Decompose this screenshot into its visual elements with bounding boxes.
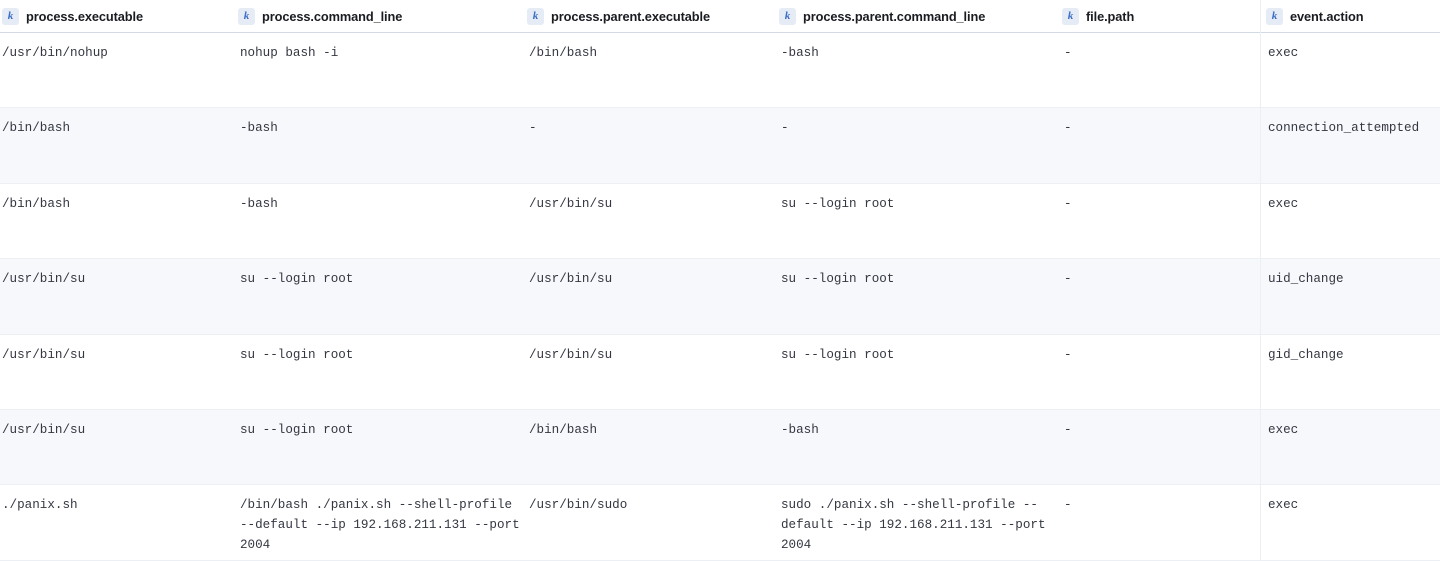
cell-process_executable[interactable]: /usr/bin/nohup <box>2 46 108 60</box>
cell-event_action[interactable]: exec <box>1268 196 1299 211</box>
cell-process_parent_executable[interactable]: /usr/bin/su <box>529 347 613 362</box>
cell-process_parent_executable[interactable]: - <box>529 121 537 136</box>
data-grid-body: /usr/bin/nohup nohup bash -i/bin/bash -bas… <box>0 33 1440 561</box>
column-header-label: file.path <box>1086 8 1135 24</box>
cell-file_path[interactable]: - <box>1064 422 1072 437</box>
column-header-process_executable[interactable]: k process.executable <box>2 0 234 32</box>
cell-process_parent_command_line[interactable]: su --login root <box>781 196 895 211</box>
cell-process_command_line[interactable]: su --login root <box>240 347 354 362</box>
cell-process_parent_command_line[interactable]: -bash <box>781 422 819 437</box>
cell-file_path[interactable]: - <box>1064 121 1072 136</box>
cell-process_parent_command_line[interactable]: su --login root <box>781 347 895 362</box>
table-row[interactable]: /usr/bin/nohup nohup bash -i/bin/bash -bas… <box>0 33 1440 109</box>
column-header-process_parent_command_line[interactable]: k process.parent.command_line <box>779 0 1056 32</box>
column-header-label: process.command_line <box>262 8 403 24</box>
table-row[interactable]: ./panix.sh/bin/bash ./panix.sh --shell-p… <box>0 485 1440 561</box>
cell-process_command_line[interactable]: -bash <box>240 196 278 211</box>
cell-process_parent_executable[interactable]: /usr/bin/sudo <box>529 498 628 513</box>
cell-process_parent_command_line[interactable]: - <box>781 121 789 136</box>
cell-process_parent_executable[interactable]: /usr/bin/su <box>529 196 613 211</box>
cell-event_action[interactable]: exec <box>1268 46 1299 60</box>
keyword-field-icon: k <box>2 7 19 25</box>
column-header-process_command_line[interactable]: k process.command_line <box>238 0 521 32</box>
keyword-field-icon: k <box>1266 7 1283 25</box>
column-header-file_path[interactable]: k file.path <box>1062 0 1260 32</box>
cell-process_command_line[interactable]: su --login root <box>240 422 354 437</box>
keyword-field-icon: k <box>238 7 255 25</box>
keyword-field-icon: k <box>1062 7 1079 25</box>
keyword-field-icon: k <box>527 7 544 25</box>
cell-process_parent_command_line[interactable]: su --login root <box>781 272 895 287</box>
cell-process_parent_executable[interactable]: /bin/bash <box>529 422 598 437</box>
cell-process_parent_command_line[interactable]: sudo ./panix.sh --shell-profile --defaul… <box>781 498 1054 552</box>
cell-file_path[interactable]: - <box>1064 272 1072 287</box>
table-row[interactable]: /usr/bin/su su --login root/usr/bin/su su … <box>0 259 1440 335</box>
column-header-label: process.parent.executable <box>551 8 710 24</box>
cell-event_action[interactable]: uid_change <box>1268 272 1344 287</box>
keyword-field-icon: k <box>779 7 796 25</box>
cell-process_parent_executable[interactable]: /bin/bash <box>529 46 598 60</box>
cell-process_executable[interactable]: /usr/bin/su <box>2 347 86 362</box>
column-header-label: process.executable <box>26 8 143 24</box>
cell-process_command_line[interactable]: /bin/bash ./panix.sh --shell-profile --d… <box>240 498 520 552</box>
cell-process_executable[interactable]: /usr/bin/su <box>2 272 86 287</box>
cell-process_executable[interactable]: /bin/bash <box>2 121 71 136</box>
cell-event_action[interactable]: connection_attempted <box>1268 121 1420 136</box>
cell-process_command_line[interactable]: nohup bash -i <box>240 46 339 60</box>
table-row[interactable]: /bin/bash -bash/usr/bin/su su --login root… <box>0 183 1440 260</box>
column-header-event_action[interactable]: k event.action <box>1266 0 1440 32</box>
cell-process_executable[interactable]: ./panix.sh <box>2 498 78 513</box>
cell-process_executable[interactable]: /bin/bash <box>2 196 71 211</box>
cell-process_parent_executable[interactable]: /usr/bin/su <box>529 272 613 287</box>
column-header-process_parent_executable[interactable]: k process.parent.executable <box>527 0 773 32</box>
cell-process_command_line[interactable]: su --login root <box>240 272 354 287</box>
column-header-label: process.parent.command_line <box>803 8 986 24</box>
cell-file_path[interactable]: - <box>1064 196 1072 211</box>
table-row[interactable]: /usr/bin/su su --login root/usr/bin/su su … <box>0 334 1440 410</box>
table-row[interactable]: /bin/bash -bash - - - connection_attempted <box>0 108 1440 184</box>
cell-event_action[interactable]: exec <box>1268 422 1299 437</box>
cell-process_command_line[interactable]: -bash <box>240 121 278 136</box>
data-grid-header: k process.executable k process.command_line… <box>0 0 1440 33</box>
cell-file_path[interactable]: - <box>1064 46 1072 60</box>
cell-event_action[interactable]: exec <box>1268 498 1299 513</box>
cell-file_path[interactable]: - <box>1064 347 1072 362</box>
cell-process_executable[interactable]: /usr/bin/su <box>2 422 86 437</box>
cell-file_path[interactable]: - <box>1064 498 1072 513</box>
column-header-label: event.action <box>1290 8 1364 24</box>
table-row[interactable]: /usr/bin/su su --login root/bin/bash -bash… <box>0 409 1440 486</box>
cell-event_action[interactable]: gid_change <box>1268 347 1344 362</box>
cell-process_parent_command_line[interactable]: -bash <box>781 46 819 60</box>
